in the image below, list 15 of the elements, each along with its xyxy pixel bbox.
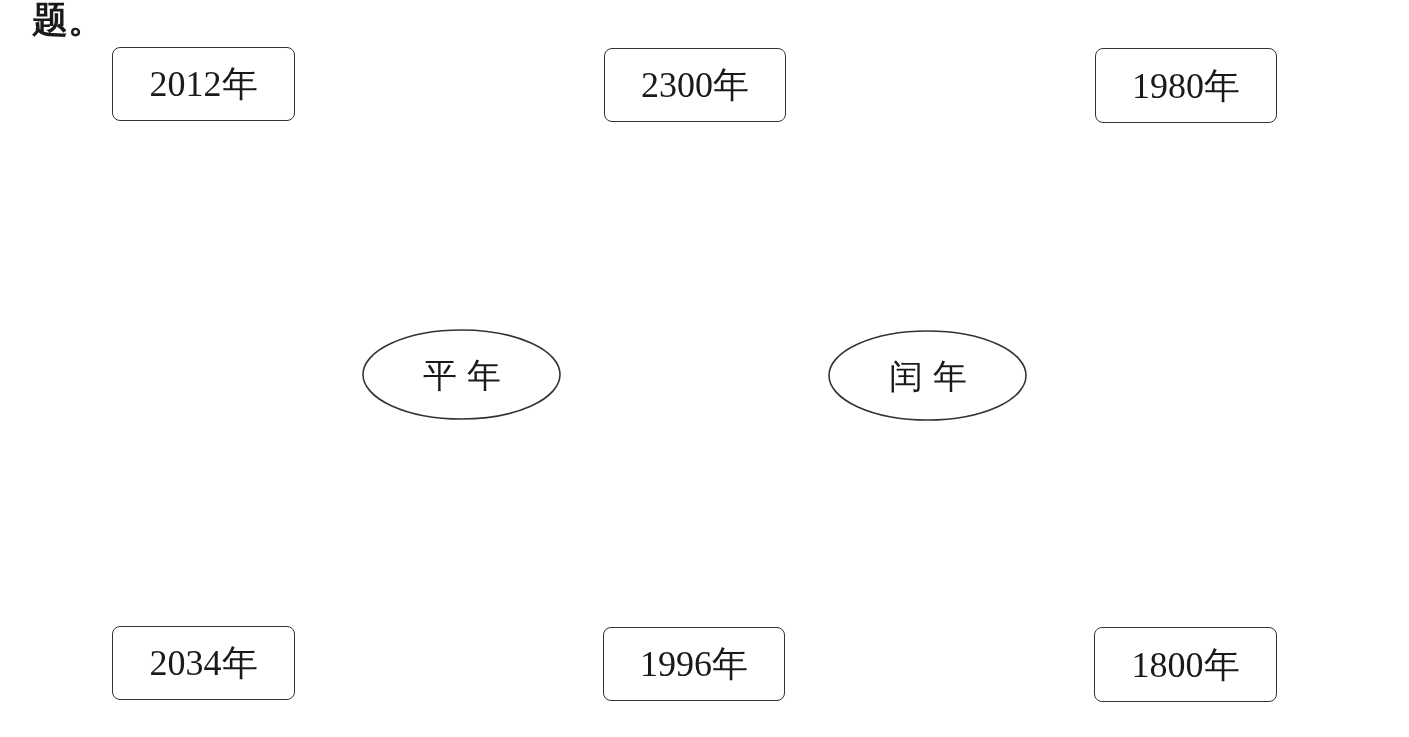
category-label: 闰年 xyxy=(887,358,977,393)
year-box xyxy=(1094,627,1277,702)
year-label: 2034年 xyxy=(149,645,258,681)
year-label: 2300年 xyxy=(641,67,749,103)
year-box xyxy=(112,47,295,121)
year-label: 1800年 xyxy=(1131,646,1240,683)
year-label: 2012年 xyxy=(149,66,258,102)
year-box xyxy=(112,626,295,700)
year-box xyxy=(604,48,786,122)
year-box xyxy=(1095,48,1277,123)
year-box xyxy=(603,627,785,701)
question-text: 题。 xyxy=(32,2,104,38)
category-label: 平年 xyxy=(421,357,511,392)
year-label: 1996年 xyxy=(640,646,748,682)
year-label: 1980年 xyxy=(1132,67,1240,104)
